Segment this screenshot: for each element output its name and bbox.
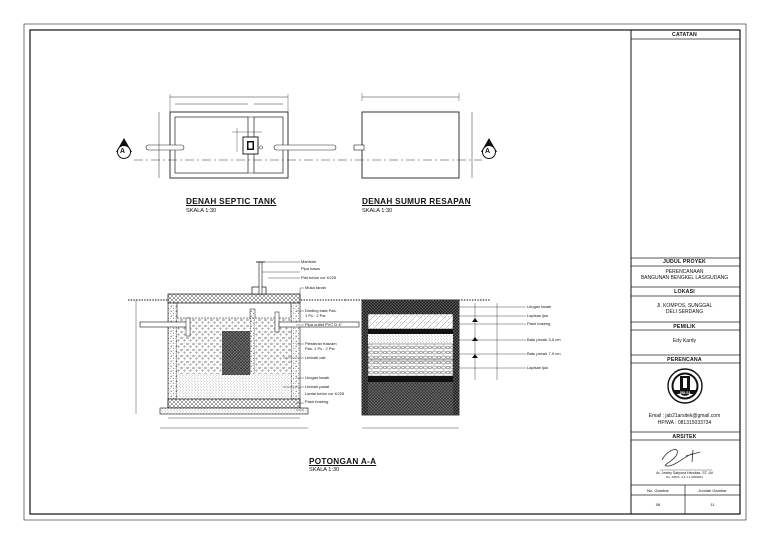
septic-tank-plan [145,94,337,179]
label-pipa-hawa: Pipa hawa [301,266,320,271]
tb-lokasi-line2: DELI SERDANG [665,309,704,315]
inner-border [29,29,741,515]
tb-lokasi: LOKASI [674,289,695,295]
tb-phone: HP/WA : 081315033734 [657,420,712,426]
label-plat-beton: Plat beton cor K225 [301,275,337,280]
tb-pemilik: PEMILIK [673,324,696,330]
septic-tank-section [128,261,360,429]
tb-jumlah-gambar-label: Jumlah Gambar [698,488,727,493]
label-sumur-urugan: Urugan tanah [527,304,552,309]
label-plesteran: Plesteran trasram [305,341,337,346]
tb-judul-proyek: JUDUL PROYEK [663,259,706,265]
section-marker-icon [481,138,497,159]
label-muka-tanah: Muka tanah [305,285,326,290]
septic-plan-scale: SKALA 1:30 [186,208,217,214]
section-marker-icon [116,138,132,159]
label-limbah-padat: Limbah padat [305,384,330,389]
tb-sheet-no: 08 [655,502,661,507]
label-dinding-mix: 1 Pc : 2 Psr [305,313,326,318]
label-sumur-ijuk-bottom: Lapisan ijuk [527,365,549,370]
tb-owner: Edy Kardy [672,338,697,344]
tb-lokasi-line1: Jl. KOMPOS, SUNGGAL [656,303,713,309]
tb-no-gambar-label: No. Gambar [647,488,669,493]
label-dinding-bata: Dinding bata Pas. [305,308,337,313]
label-limbah-cair: Limbah cair [305,355,326,360]
label-sumur-batu-large: Batu pecah 7-9 cm [527,351,561,356]
outer-border [23,23,747,521]
signature-icon [660,449,712,471]
label-pipa-outlet: Pipa outlet PVC D 4" [305,322,342,327]
tb-architect-name: Ar. Jestey Satyona Handias, ST, IAI [656,471,713,475]
tb-project-line1: PERENCANAAN [665,269,704,275]
tb-sheet-total: 11 [710,502,715,507]
section-title: POTONGAN A-A [309,457,377,466]
label-lantai-beton: Lantai beton cor K225 [305,391,345,396]
section-scale: SKALA 1:30 [309,467,340,473]
logo-text: JBLS1 [679,391,691,395]
tb-arsitek: ARSITEK [672,434,697,440]
section-marker-left-label: A [120,148,126,155]
tb-email: Email : jab21arsitek@gmail.com [648,413,721,419]
sumur-plan-title: DENAH SUMUR RESAPAN [362,197,471,206]
logo-seal-icon [667,368,703,404]
label-urugan-tanah: Urugan tanah [305,375,330,380]
label-sumur-ijuk-top: Lapisan ijuk [527,313,549,318]
tb-catatan: CATATAN [672,32,697,38]
label-sumur-batu-small: Batu pecah 3-5 cm [527,337,561,342]
septic-plan-title: DENAH SEPTIC TANK [186,197,277,206]
sumur-resapan-section [345,299,526,429]
tb-perencana: PERENCANA [667,357,702,363]
sumur-resapan-plan [353,93,473,179]
label-pasir-boseng: Pasir boseng [305,399,329,404]
title-block-lines [631,38,740,514]
label-manhole: Manhole [301,259,317,264]
tb-architect-sub: No. STRA: 1.1.1.1.0000001 [666,475,703,479]
section-marker-right-label: A [485,148,491,155]
label-plesteran-mix: Pas. 1 Pc : 2 Psr [305,346,335,351]
tb-project-line2: BANGUNAN BENGKEL LAS/GUDANG [640,275,729,281]
sumur-plan-scale: SKALA 1:30 [362,208,393,214]
label-sumur-pasir: Pasir boseng [527,321,551,326]
